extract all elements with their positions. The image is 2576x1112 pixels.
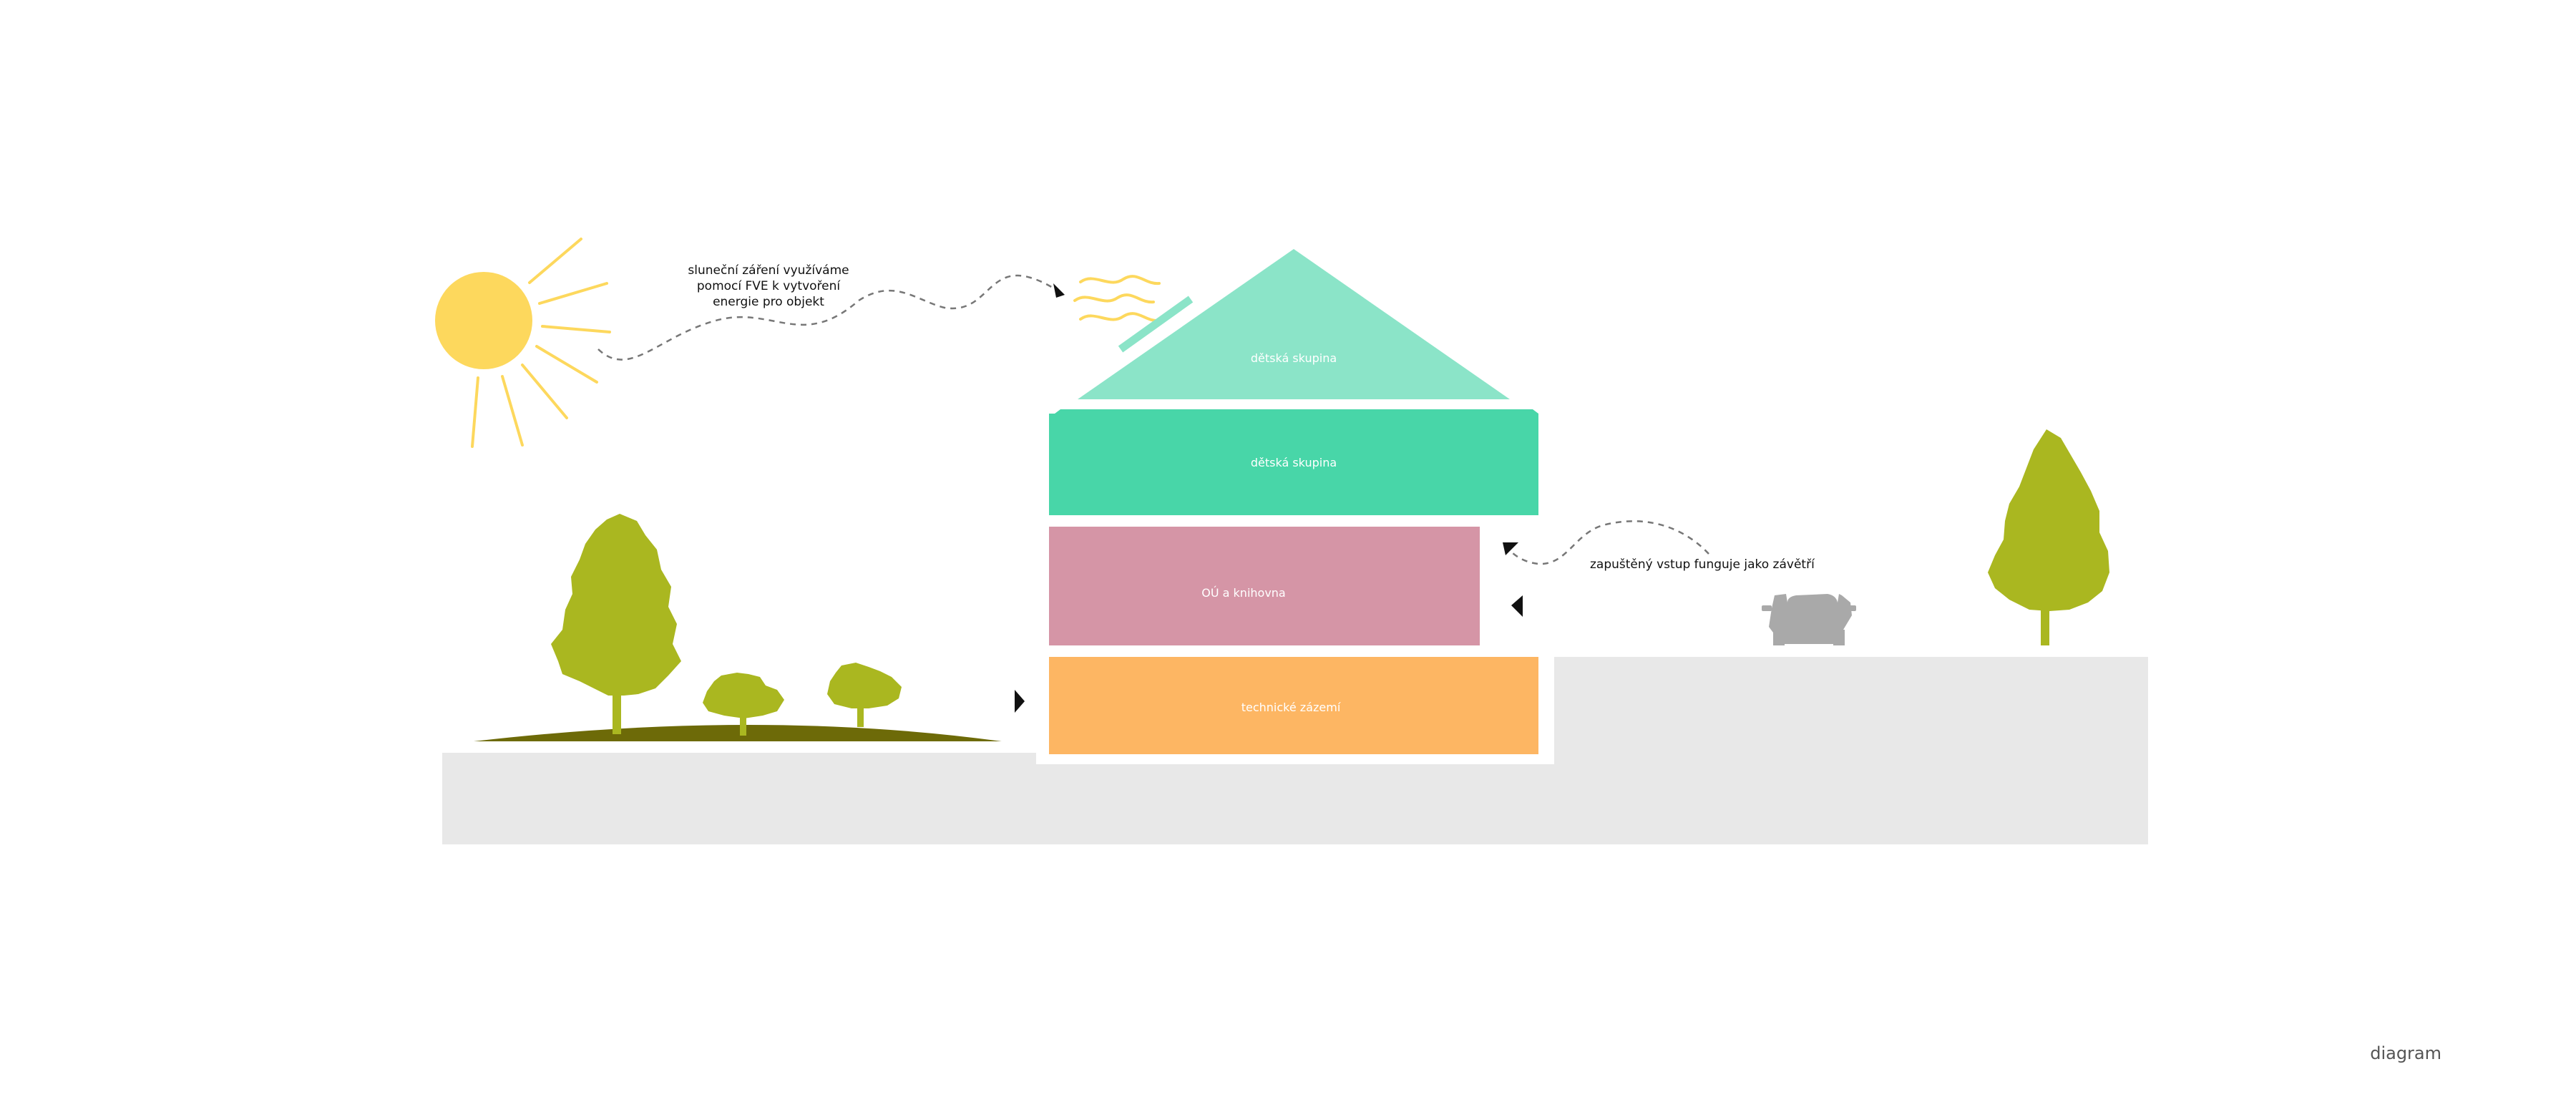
- lower-floor: [1049, 657, 1538, 754]
- tree-right-icon: [1988, 429, 2109, 645]
- lower-floor-label: technické zázemí: [1241, 701, 1341, 714]
- solar-dashed-arrow: [597, 274, 1061, 361]
- entry-arrow-right-icon: [1511, 595, 1523, 617]
- tree-large-left-icon: [551, 514, 681, 734]
- middle-floor-label: OÚ a knihovna: [1201, 586, 1285, 600]
- solar-panel: [1118, 296, 1194, 353]
- entry-arrow-left-icon: [1015, 690, 1025, 713]
- roof-label: dětská skupina: [1251, 351, 1337, 365]
- entrance-arrowhead-icon: [1503, 542, 1518, 555]
- ground-left: [442, 753, 1036, 844]
- entrance-annotation: zapuštěný vstup funguje jako závětří: [1590, 557, 1815, 572]
- tree-small-1-icon: [703, 673, 784, 736]
- ground-right: [1554, 657, 2148, 844]
- solar-arrowhead-icon: [1053, 283, 1065, 298]
- solar-annotation-line-2: pomocí FVE k vytvoření: [697, 279, 841, 293]
- tree-small-2-icon: [827, 663, 902, 727]
- entrance-dashed-arrow: [1504, 520, 1709, 565]
- solar-annotation-line-1: sluneční záření využíváme: [688, 263, 849, 278]
- upper-floor: [1049, 409, 1538, 515]
- sun-icon: [435, 238, 611, 448]
- diagram-caption: diagram: [2370, 1043, 2441, 1063]
- upper-floor-label: dětská skupina: [1251, 456, 1337, 469]
- roof-floor: [1078, 249, 1510, 399]
- solar-rays-icon: [1073, 275, 1161, 323]
- ground-under-building: [1030, 764, 1560, 844]
- car-icon: [1762, 594, 1856, 645]
- solar-annotation-line-3: energie pro objekt: [713, 295, 824, 309]
- middle-floor: [1049, 527, 1480, 645]
- hill: [474, 725, 1002, 741]
